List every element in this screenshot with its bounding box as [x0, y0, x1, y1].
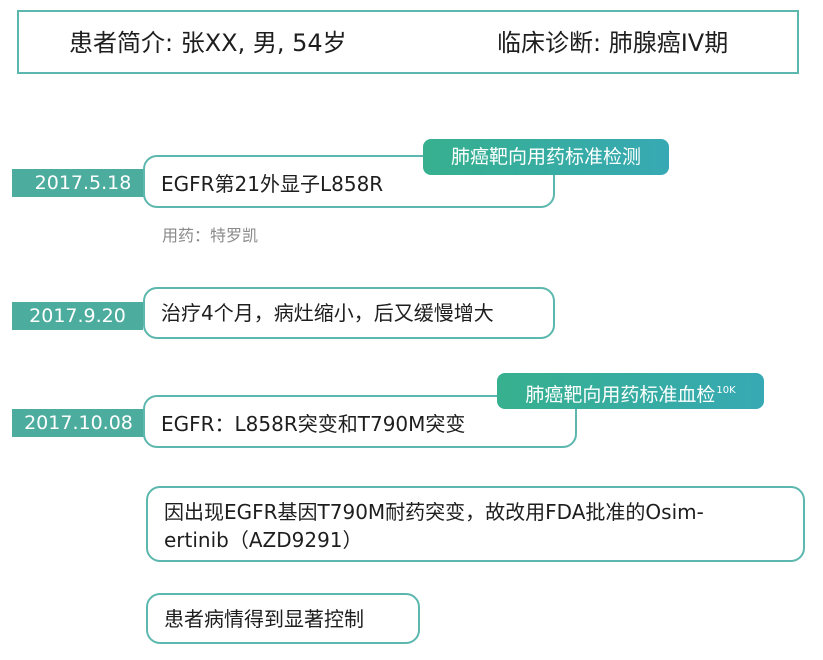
clinical-diagnosis: 临床诊断: 肺腺癌IV期 — [497, 29, 729, 57]
followup-box-2: 患者病情得到显著控制 — [146, 593, 420, 644]
test-tag-2: 肺癌靶向用药标准血检10K — [497, 373, 764, 409]
test-tag-1-label: 肺癌靶向用药标准检测 — [450, 146, 641, 168]
timeline-event-2: 治疗4个月，病灶缩小，后又缓慢增大 — [143, 287, 555, 339]
patient-summary: 患者简介: 张XX, 男, 54岁 — [69, 29, 347, 57]
event-3-text: EGFR：L858R突变和T790M突变 — [161, 412, 466, 436]
test-tag-2-label: 肺癌靶向用药标准血检 — [525, 384, 716, 406]
test-tag-1: 肺癌靶向用药标准检测 — [423, 139, 669, 175]
followup-2-line-1: 患者病情得到显著控制 — [164, 607, 364, 631]
event-2-text: 治疗4个月，病灶缩小，后又缓慢增大 — [161, 301, 494, 325]
timeline-date-2: 2017.9.20 — [12, 302, 143, 330]
followup-1-line-1: 因出现EGFR基因T790M耐药突变，故改用FDA批准的Osim- — [164, 500, 704, 524]
followup-1-line-2: ertinib（AZD9291） — [164, 528, 363, 552]
event-1-text: EGFR第21外显子L858R — [161, 172, 384, 196]
patient-header: 患者简介: 张XX, 男, 54岁 临床诊断: 肺腺癌IV期 — [17, 10, 799, 74]
timeline-date-3: 2017.10.08 — [12, 409, 145, 437]
drug-note: 用药：特罗凯 — [162, 226, 259, 245]
test-tag-2-sup: 10K — [716, 385, 736, 396]
timeline-date-1: 2017.5.18 — [12, 169, 154, 197]
followup-box-1: 因出现EGFR基因T790M耐药突变，故改用FDA批准的Osim- ertini… — [146, 486, 805, 562]
timeline-event-3: EGFR：L858R突变和T790M突变 — [143, 395, 577, 448]
